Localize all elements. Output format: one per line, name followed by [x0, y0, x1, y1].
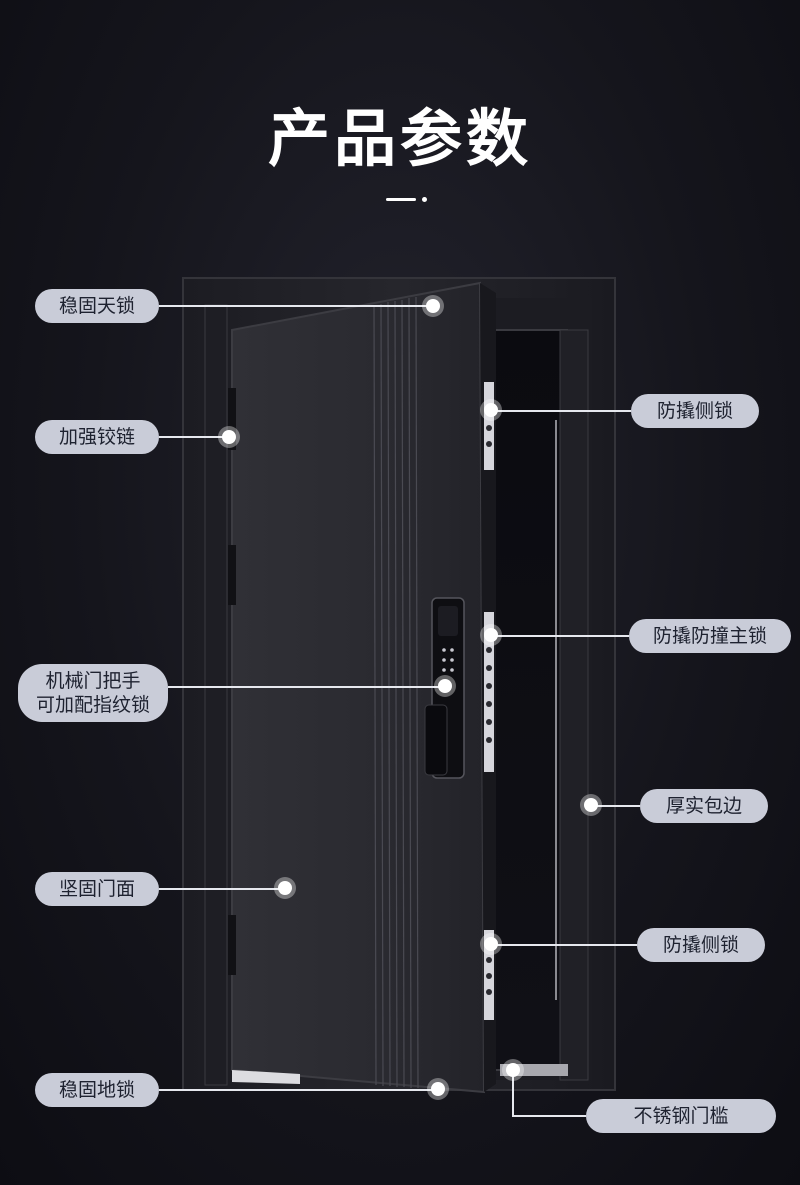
page-title: 产品参数	[267, 102, 532, 175]
leader-bottom-lock	[159, 1089, 433, 1091]
label-handle-line2: 可加配指纹锁	[35, 694, 150, 716]
marker-side-lock-top	[484, 403, 498, 417]
leader-threshold-horizontal	[512, 1115, 586, 1117]
leader-top-lock	[159, 305, 432, 307]
marker-handle	[438, 679, 452, 693]
label-side-lock-top: 防撬侧锁	[631, 394, 759, 428]
smart-lock-camera	[438, 606, 458, 636]
frame-left-jamb	[204, 304, 228, 1086]
marker-top-lock	[426, 299, 440, 313]
label-side-lock-bottom: 防撬侧锁	[637, 928, 765, 962]
title-underline	[386, 198, 416, 201]
label-handle: 机械门把手 可加配指纹锁	[18, 664, 168, 722]
marker-main-lock	[484, 628, 498, 642]
hinge-middle	[228, 545, 236, 605]
leader-side-lock-top	[495, 410, 631, 412]
smart-lock-handle	[424, 704, 448, 776]
leader-handle	[168, 686, 440, 688]
marker-hinge	[222, 430, 236, 444]
marker-threshold	[506, 1063, 520, 1077]
floor-light	[232, 1070, 300, 1084]
label-frame-edge: 厚实包边	[640, 789, 768, 823]
label-handle-line1: 机械门把手	[45, 670, 141, 692]
marker-door-panel	[278, 881, 292, 895]
leader-hinge	[159, 436, 227, 438]
label-main-lock: 防撬防撞主锁	[629, 619, 791, 653]
label-door-panel: 坚固门面	[35, 872, 159, 906]
leader-frame-edge	[595, 805, 640, 807]
leader-threshold-vertical	[512, 1070, 514, 1117]
right-frame-post	[559, 329, 589, 1081]
door-grooves	[373, 296, 419, 1089]
marker-frame-edge	[584, 798, 598, 812]
label-bottom-lock: 稳固地锁	[35, 1073, 159, 1107]
hinge-bottom	[228, 915, 236, 975]
label-threshold: 不锈钢门槛	[586, 1099, 776, 1133]
leader-door-panel	[159, 888, 281, 890]
label-top-lock: 稳固天锁	[35, 289, 159, 323]
leader-side-lock-bottom	[495, 944, 637, 946]
marker-side-lock-bottom	[484, 937, 498, 951]
hinge-top	[228, 388, 236, 450]
smart-lock-keypad	[442, 648, 454, 672]
label-hinge: 加强铰链	[35, 420, 159, 454]
title-underline-dot	[422, 197, 427, 202]
leader-main-lock	[495, 635, 629, 637]
marker-bottom-lock	[431, 1082, 445, 1096]
